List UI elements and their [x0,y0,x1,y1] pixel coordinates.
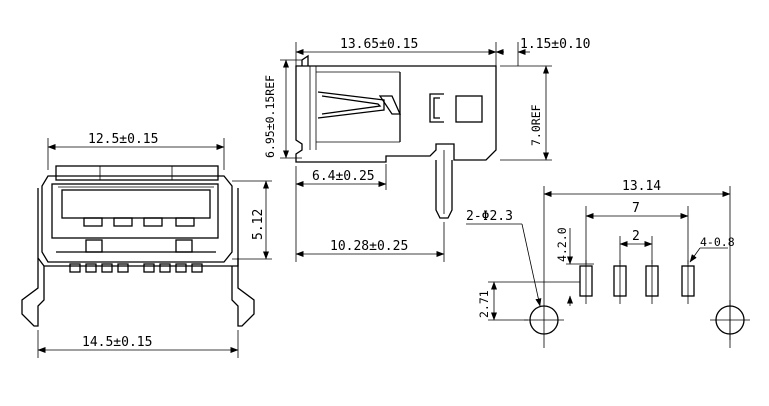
dim-label-total: 13.14 [622,179,661,194]
shell-outline [41,175,233,263]
side-body-outline [295,65,497,163]
dim-label-pad-height: 4.2.0 [555,227,569,262]
window [455,95,483,123]
dim-label-offset: 1.15±0.10 [520,37,590,52]
tooth-1 [69,263,81,273]
dim-label-pad-count: 4-0.8 [700,235,735,249]
dim-label-width-top: 12.5±0.15 [88,132,158,147]
latch-spring [317,91,385,119]
contact-2 [113,217,133,227]
front-view: 12.5±0.15 5.12 [21,132,272,358]
dim-label-right-height: 7.0REF [529,104,543,146]
leg-left [21,258,45,327]
dim-label-mid: 6.4±0.25 [312,169,375,184]
dim-label-width-bottom: 14.5±0.15 [82,335,152,350]
pin-2 [175,239,193,253]
side-view: 13.65±0.15 1.15±0.10 6.95±0.15REF [263,37,590,262]
tongue [61,189,211,219]
port-opening [51,183,219,239]
dim-label-bottom: 10.28±0.25 [330,239,408,254]
shell-flange [37,188,239,267]
dim-label-height: 5.12 [251,209,266,240]
dim-label-pitch: 2 [632,229,640,244]
dim-label-inner: 7 [632,201,640,216]
dim-label-left-height: 6.95±0.15REF [263,75,277,158]
dim-label-length: 13.65±0.15 [340,37,418,52]
contact-3 [143,217,163,227]
contact-1 [83,217,103,227]
latch-hook [429,93,444,123]
pin-1 [85,239,103,253]
contact-4 [175,217,195,227]
dim-label-hole: 2-Φ2.3 [466,209,513,224]
dim-label-offset-vertical: 2.71 [477,290,491,318]
footprint-view: 13.14 7 2 4.2.0 4-0.8 [466,179,750,348]
hole-leader [521,223,542,307]
shell-top-lip [55,165,219,181]
side-pin [435,160,453,219]
leg-right [231,258,255,327]
